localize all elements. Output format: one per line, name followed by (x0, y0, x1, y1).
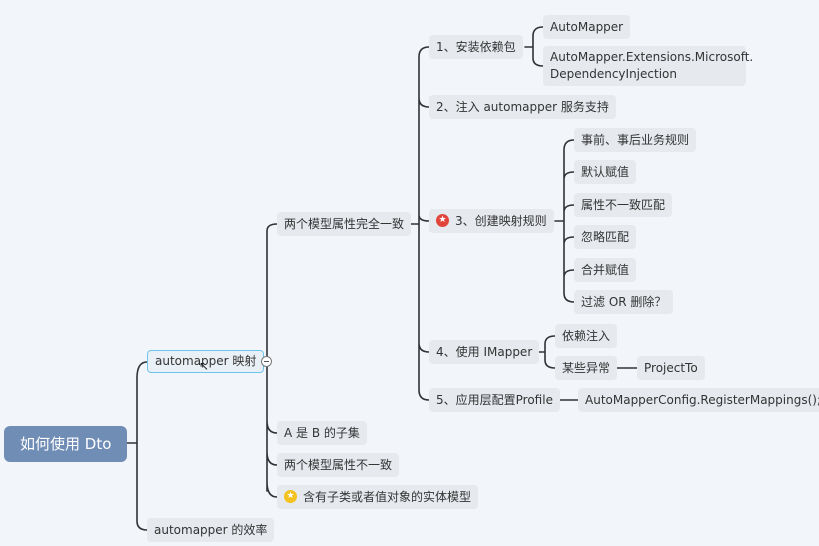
priority-gold-star-icon (284, 490, 297, 503)
collapse-minus-icon[interactable] (261, 356, 272, 367)
link-sameprops-to-steps (405, 46, 430, 401)
rule-item[interactable]: 过滤 OR 删除？ (574, 290, 674, 314)
topic-step5-profile[interactable]: 5、应用层配置Profile (429, 388, 560, 412)
rule-item[interactable]: 事前、事后业务规则 (574, 128, 697, 152)
topic-step4-imapper[interactable]: 4、使用 IMapper (429, 340, 540, 364)
topic-pkg-extensions-line2: DependencyInjection (550, 67, 677, 81)
topic-projectto[interactable]: ProjectTo (637, 356, 705, 380)
topic-exceptions[interactable]: 某些异常 (555, 356, 618, 380)
rule-item[interactable]: 默认赋值 (574, 160, 637, 184)
link-step4-to-children (536, 335, 556, 369)
topic-step3-rules[interactable]: 3、创建映射规则 (429, 209, 554, 233)
mouse-cursor-icon: ↖ (199, 359, 210, 373)
root-topic[interactable]: 如何使用 Dto (4, 426, 128, 462)
topic-same-properties[interactable]: 两个模型属性完全一致 (277, 212, 412, 236)
rule-item[interactable]: 合并赋值 (574, 258, 637, 282)
topic-register-mappings[interactable]: AutoMapperConfig.RegisterMappings(); (578, 388, 819, 412)
link-step1-to-packages (524, 26, 544, 67)
link-root-to-branches (125, 361, 148, 531)
rule-item[interactable]: 忽略匹配 (574, 225, 637, 249)
topic-pkg-automapper[interactable]: AutoMapper (543, 15, 631, 39)
topic-nested-models-label: 含有子类或者值对象的实体模型 (303, 490, 472, 504)
topic-pkg-extensions-line1: AutoMapper.Extensions.Microsoft. (550, 50, 754, 64)
topic-step2-inject[interactable]: 2、注入 automapper 服务支持 (429, 95, 616, 119)
topic-automapper-mapping[interactable]: automapper 映射 (147, 350, 265, 373)
rule-item[interactable]: 属性不一致匹配 (574, 193, 673, 217)
topic-subset[interactable]: A 是 B 的子集 (277, 421, 367, 445)
topic-dependency-injection[interactable]: 依赖注入 (555, 324, 618, 348)
topic-pkg-extensions[interactable]: AutoMapper.Extensions.Microsoft. Depende… (543, 46, 753, 86)
priority-red-star-icon (436, 214, 449, 227)
link-step3-to-rules (554, 139, 575, 303)
topic-step1-install[interactable]: 1、安装依赖包 (429, 35, 523, 59)
topic-nested-models[interactable]: 含有子类或者值对象的实体模型 (277, 485, 479, 509)
topic-step3-label: 3、创建映射规则 (455, 214, 547, 228)
topic-different-properties[interactable]: 两个模型属性不一致 (277, 453, 400, 477)
topic-automapper-efficiency[interactable]: automapper 的效率 (147, 518, 275, 542)
